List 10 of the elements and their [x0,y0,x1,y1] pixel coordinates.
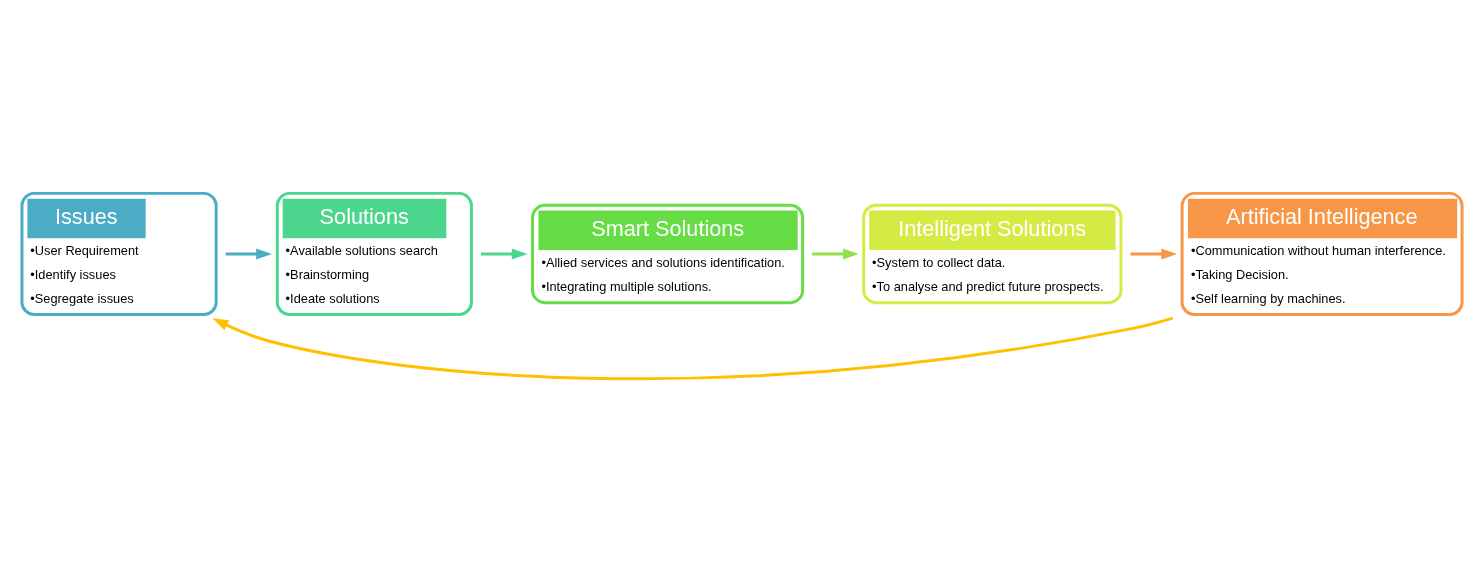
node-box: Intelligent Solutions •System to collect data. •To analyse and predict future prospects. [862,203,1123,305]
node-box: Smart Solutions •Allied services and solutions identification. •Integrating multiple solutions. [531,203,805,305]
node-box: Solutions •Available solutions search •Brainstorming •Ideate solutions [275,191,473,317]
node-box: Issues •User Requirement •Identify issues •Segregate issues [20,191,218,317]
node-box: Artificial Intelligence •Communication without human interference. •Taking Decision. •Self learning by machines. [1180,191,1464,317]
arrow [480,248,528,260]
arrow [1130,248,1178,260]
arrow [212,316,1174,381]
arrow [812,248,859,260]
arrow [225,248,272,260]
